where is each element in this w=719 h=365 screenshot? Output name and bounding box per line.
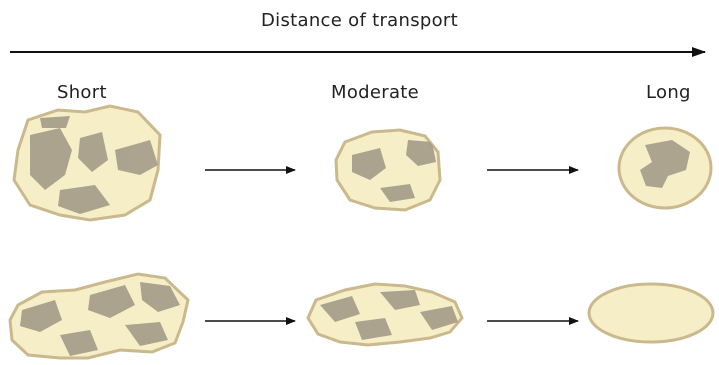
pebble-row1-moderate xyxy=(336,130,440,210)
pebble-row2-short xyxy=(10,274,188,358)
pebble-row1-short xyxy=(14,106,160,220)
pebble-row1-long xyxy=(619,128,711,208)
pebble-row2-moderate xyxy=(308,284,462,345)
pebble-row2-long xyxy=(589,284,713,342)
